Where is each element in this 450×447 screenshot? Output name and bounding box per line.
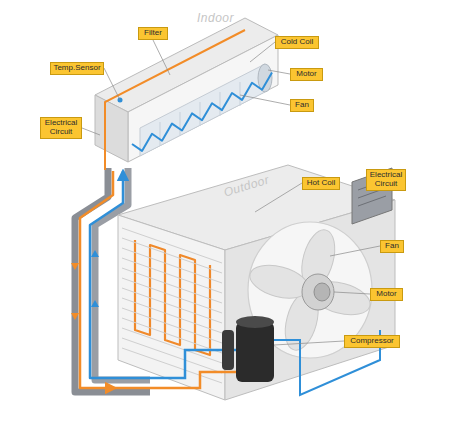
indoor-fan-barrel xyxy=(140,64,272,156)
refrigerant-pipe xyxy=(90,171,123,378)
callout-label: Temp.Sensor xyxy=(53,64,101,73)
callout-box: Filter xyxy=(138,27,168,40)
flow-arrow xyxy=(91,300,99,307)
hot-coil xyxy=(135,240,210,355)
indoor-unit-body xyxy=(128,35,278,162)
outdoor-grille xyxy=(122,228,222,383)
callout-box: Hot Coil xyxy=(302,177,340,190)
callout-label: Hot Coil xyxy=(305,179,337,188)
compressor-body xyxy=(236,322,274,382)
cold-coil xyxy=(132,73,272,151)
flow-arrow xyxy=(91,250,99,257)
callout-box: Electrical Circuit xyxy=(40,117,82,139)
unit-box: Outdoor xyxy=(115,162,400,402)
refrigerant-pipe xyxy=(80,171,115,388)
callout-label: Fan xyxy=(293,101,311,110)
outdoor-fan xyxy=(246,259,312,304)
compressor-body xyxy=(236,316,274,328)
indoor-unit-body xyxy=(95,95,128,162)
callout-label: Electrical Circuit xyxy=(43,119,79,137)
indoor-fan-barrel xyxy=(160,82,240,146)
unit-box: Indoor xyxy=(95,6,280,171)
indoor-fan-barrel xyxy=(140,64,265,156)
flow-arrow xyxy=(71,313,79,320)
callout-box: Motor xyxy=(370,288,403,301)
inner-pipe xyxy=(115,350,236,378)
indoor-unit-body xyxy=(95,18,278,162)
cold-coil xyxy=(132,73,272,151)
callout-box: Compressor xyxy=(344,335,400,348)
compressor-body xyxy=(222,316,274,382)
inner-pipe xyxy=(115,372,236,388)
flow-arrow xyxy=(71,250,99,320)
callout-label: Fan xyxy=(383,242,401,251)
callout-box: Electrical Circuit xyxy=(366,169,406,191)
callout-box: Temp.Sensor xyxy=(50,62,104,75)
outdoor-grille xyxy=(122,228,222,383)
unit-label: Indoor xyxy=(197,11,234,25)
indoor-orange-tube xyxy=(105,30,245,170)
flow-arrow xyxy=(71,263,79,270)
leader-line xyxy=(82,40,380,345)
callout-box: Fan xyxy=(380,240,404,253)
outdoor-motor xyxy=(302,274,334,310)
callout-label: Filter xyxy=(141,29,165,38)
callout-label: Electrical Circuit xyxy=(369,171,403,189)
leader-line xyxy=(82,40,380,345)
callout-label: Motor xyxy=(373,290,400,299)
compressor-body xyxy=(222,330,234,370)
callout-box: Fan xyxy=(290,99,314,112)
unit-label: Outdoor xyxy=(222,172,271,199)
callout-label: Cold Coil xyxy=(278,38,316,47)
indoor-orange-tube xyxy=(105,30,245,170)
outdoor-unit-body xyxy=(118,165,395,400)
outdoor-motor xyxy=(302,274,334,310)
callout-label: Motor xyxy=(293,70,320,79)
callout-box: Motor xyxy=(290,68,323,81)
hot-coil xyxy=(135,240,210,355)
callout-label: Compressor xyxy=(347,337,397,346)
callout-box: Cold Coil xyxy=(275,36,319,49)
outdoor-motor xyxy=(314,283,330,301)
